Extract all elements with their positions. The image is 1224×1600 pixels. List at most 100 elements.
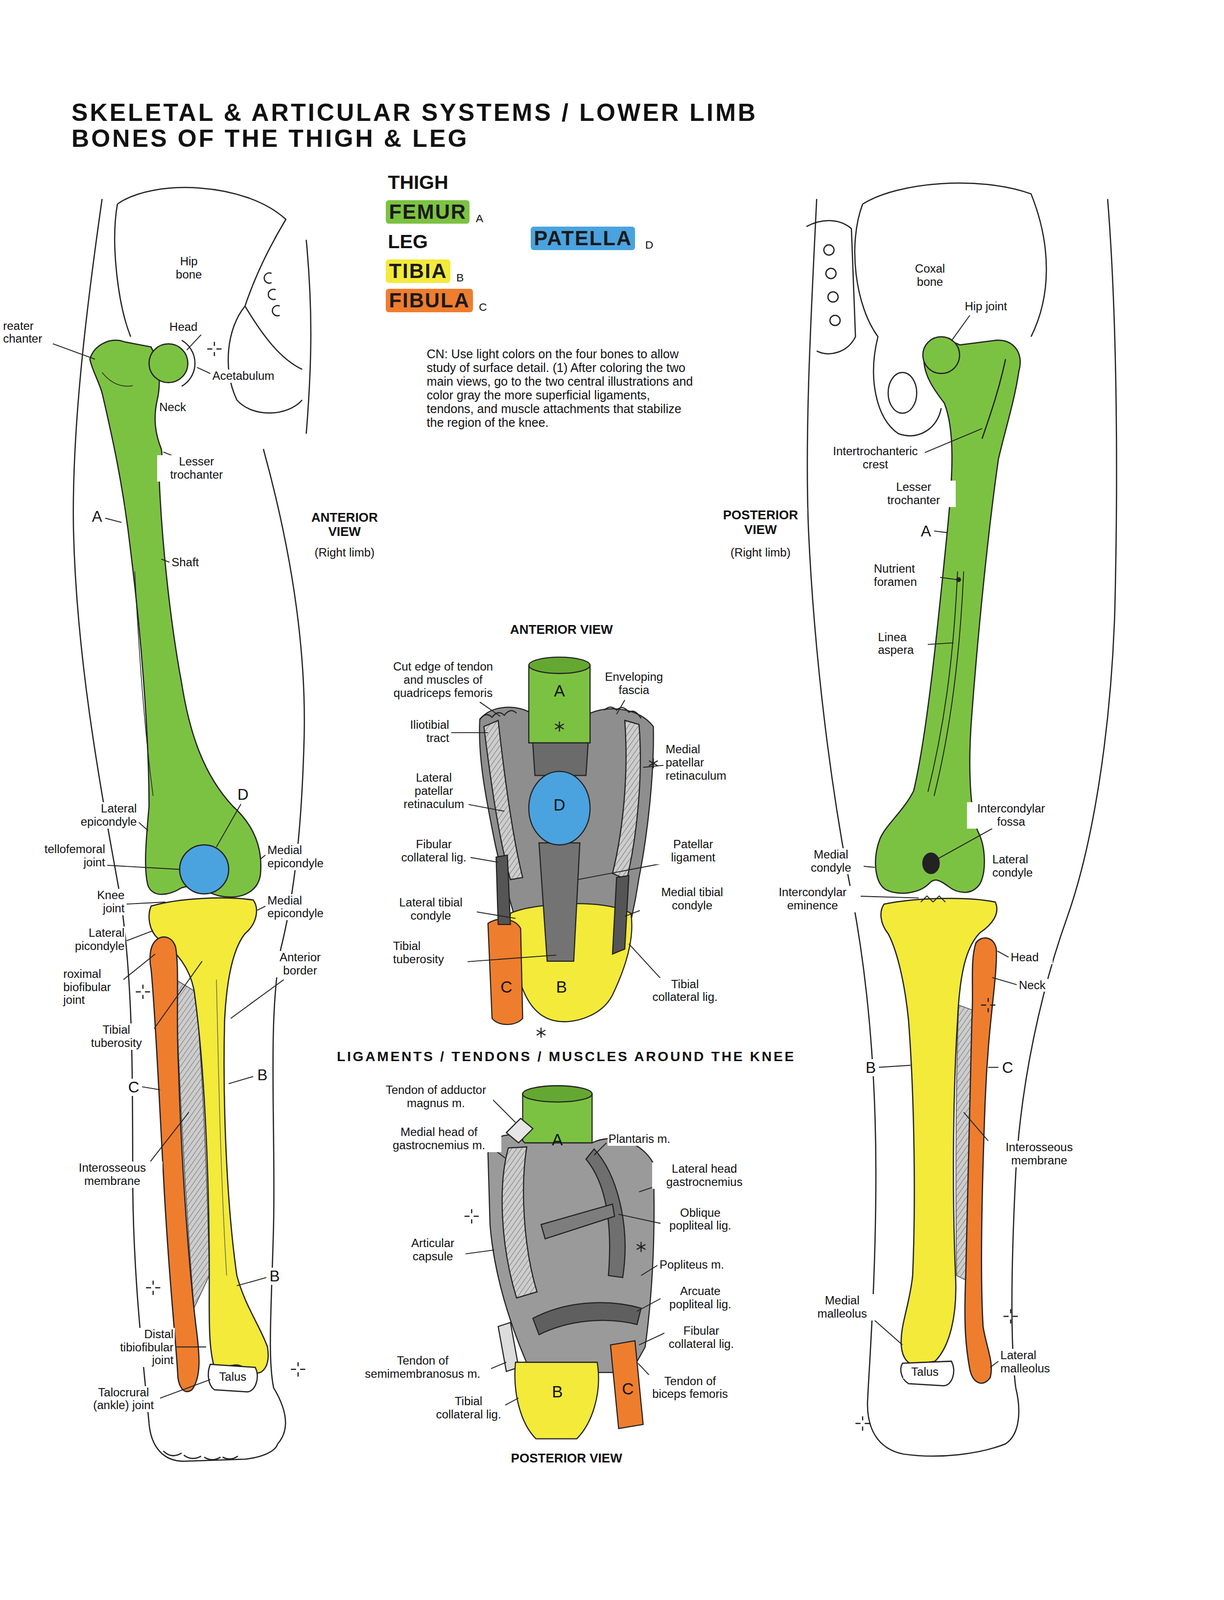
fibula	[610, 1341, 644, 1429]
part-label: Intercondylar eminence	[764, 886, 861, 913]
view-title: ANTERIOR VIEW	[300, 510, 389, 540]
patella	[528, 771, 590, 846]
knee-ligaments	[495, 843, 629, 962]
letter-key: C	[125, 1079, 142, 1097]
letter-key: C	[494, 978, 518, 997]
part-label: Linea aspera	[876, 631, 928, 658]
letter-key: D	[548, 796, 571, 815]
legend-swatch: TIBIA	[385, 259, 451, 283]
knee-ligaments	[539, 843, 580, 962]
letter-key: A	[88, 508, 105, 526]
knee-soft-tissue	[612, 720, 641, 880]
leg-outline	[263, 448, 305, 1445]
no-color-mark	[855, 1416, 870, 1432]
femur	[522, 1085, 593, 1103]
no-color-mark	[145, 1280, 161, 1295]
knee-ligaments	[495, 855, 511, 925]
part-label: Lateral epicondyle	[72, 802, 138, 829]
knee-soft-tissue	[502, 1147, 538, 1299]
femur	[528, 665, 590, 743]
part-label: Oblique popliteal lig.	[660, 1206, 741, 1234]
legend-swatch: PATELLA	[530, 226, 636, 251]
part-label: Medial malleolus	[808, 1294, 876, 1321]
part-label: Hip bone	[167, 255, 211, 282]
part-label: Head	[168, 320, 206, 334]
part-label: Hip joint	[963, 300, 1027, 314]
knee-soft-tissue	[541, 1204, 615, 1240]
coxal-bone	[827, 291, 839, 303]
part-label: Interosseous membrane	[988, 1141, 1089, 1168]
part-label: Talocrural (ankle) joint	[86, 1386, 161, 1413]
part-label: Shaft	[170, 556, 214, 570]
part-label: Head	[1009, 951, 1053, 965]
talus	[208, 1364, 258, 1392]
part-label: reater chanter	[1, 319, 53, 347]
legend-text: TIBIA	[388, 259, 448, 283]
part-label: Tibial collateral lig.	[431, 1395, 506, 1422]
letter-key: B	[254, 1066, 271, 1084]
part-label: (Right limb)	[713, 546, 808, 560]
leg-outline	[1012, 199, 1117, 1389]
tibia	[216, 979, 227, 1276]
legend-heading: THIGH	[386, 171, 471, 193]
part-label: Neck	[1017, 979, 1061, 993]
talus	[208, 1364, 258, 1392]
part-label: Anterior border	[266, 951, 334, 978]
letter-key: D	[644, 238, 659, 252]
coxal-bone	[854, 204, 942, 436]
part-label: Medial epicondyle	[266, 844, 351, 871]
femur	[922, 853, 940, 874]
femur	[528, 657, 590, 744]
part-label: Nutrient foramen	[872, 562, 941, 589]
asterisk-mark	[636, 1242, 646, 1253]
part-label: Fibular collateral lig.	[397, 838, 471, 865]
fibula	[610, 1341, 644, 1429]
letter-key: C	[616, 1380, 639, 1399]
view-title: POSTERIOR VIEW	[713, 508, 808, 537]
talus	[900, 1361, 954, 1387]
legend-swatch: FIBULA	[385, 288, 473, 313]
letter-key: B	[546, 1383, 569, 1402]
part-label: Articular capsule	[400, 1237, 466, 1264]
femur	[102, 372, 154, 797]
legend-text: FIBULA	[388, 288, 470, 312]
no-color-mark	[290, 1362, 306, 1377]
part-label: Medial patellar retinaculum	[664, 743, 734, 783]
hip-bone	[306, 239, 311, 434]
hip-bone	[244, 306, 303, 370]
leader-line	[45, 315, 1017, 1407]
patella	[528, 771, 590, 846]
part-label: Iliotibial tract	[395, 718, 451, 746]
leader-line	[849, 315, 1017, 1368]
page-title: SKELETAL & ARTICULAR SYSTEMS / LOWER LIM…	[71, 99, 807, 152]
talus	[900, 1361, 954, 1387]
coxal-bone	[829, 315, 841, 326]
part-label: Medial tibial condyle	[639, 886, 745, 913]
legend-text: PATELLA	[533, 226, 633, 250]
part-label: Lateral tibial condyle	[384, 896, 477, 923]
part-label: Lesser trochanter	[157, 455, 236, 482]
no-color-mark	[464, 1209, 479, 1224]
part-label: (Right limb)	[295, 546, 395, 560]
fibula	[488, 919, 523, 1025]
tibia	[515, 1362, 599, 1439]
letter-key: B	[266, 1268, 283, 1286]
femur	[922, 336, 960, 374]
letter-key: A	[474, 212, 490, 226]
femur	[927, 571, 964, 797]
part-label: Intercondylar fossa	[966, 802, 1056, 829]
no-color-mark	[981, 998, 996, 1013]
letter-key: D	[235, 786, 252, 804]
letter-key: C	[999, 1059, 1016, 1077]
knee-soft-tissue	[488, 1135, 655, 1373]
femur	[956, 577, 961, 582]
part-label: tellofemoral joint	[36, 843, 107, 870]
part-label: Lateral head gastrocnemius	[652, 1162, 757, 1190]
legend-heading: LEG	[386, 230, 450, 253]
part-label: Tendon of semimembranosus m.	[354, 1354, 492, 1382]
leg-outline	[73, 199, 305, 1462]
part-label: Patellar ligament	[654, 838, 732, 865]
part-label: Tendon of biceps femoris	[648, 1375, 732, 1402]
leg-outline	[163, 1451, 238, 1461]
